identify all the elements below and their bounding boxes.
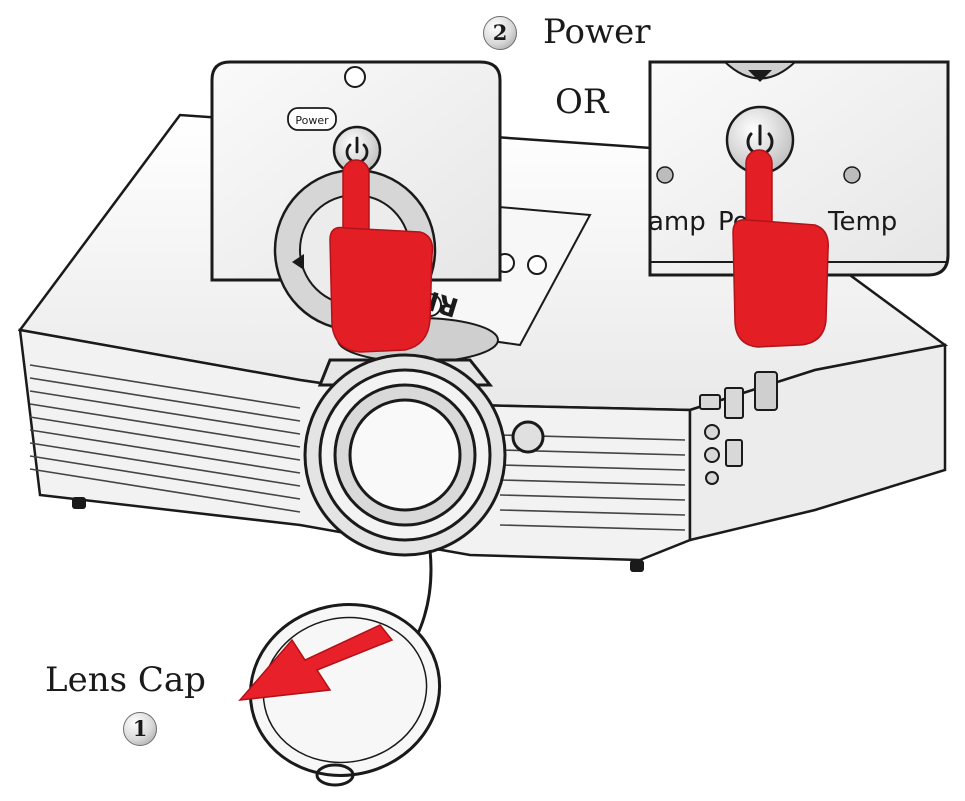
- remote-power-label: Power: [295, 114, 329, 127]
- step-1-badge: 1: [123, 712, 157, 746]
- step-2-label: Power: [543, 12, 650, 52]
- step-1-label: Lens Cap: [45, 660, 206, 700]
- or-label: OR: [555, 82, 608, 122]
- step-2-badge: 2: [483, 16, 517, 50]
- lamp-label: amp: [648, 207, 706, 237]
- temp-label: Temp: [827, 207, 897, 237]
